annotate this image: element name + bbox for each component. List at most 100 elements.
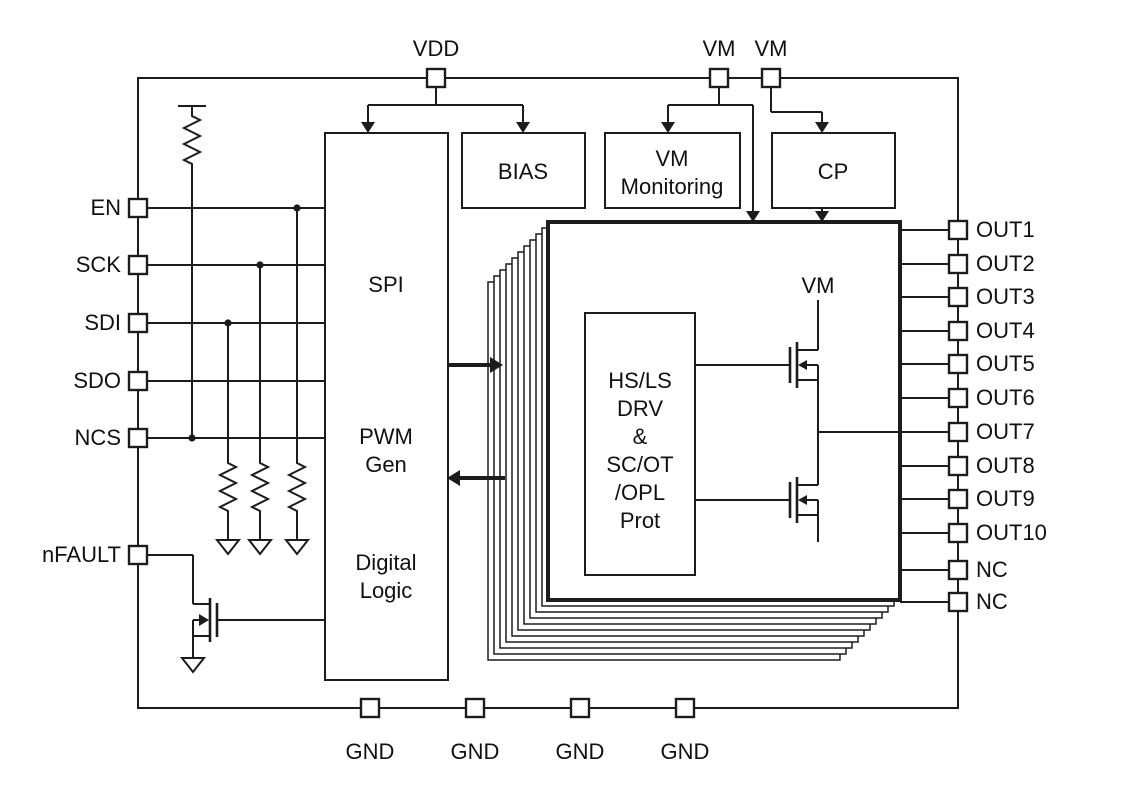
block-label-drv-6: Prot	[620, 508, 660, 533]
pin-label-out5: OUT5	[976, 351, 1035, 376]
block-label-drv-1: HS/LS	[608, 368, 672, 393]
pin-gnd-1	[359, 697, 381, 719]
pin-out2	[947, 253, 969, 275]
pulldown-resistor-sck	[249, 455, 271, 540]
pin-vm-2	[760, 67, 782, 89]
pin-gnd-4	[674, 697, 696, 719]
block-label-drv-3: &	[633, 424, 648, 449]
block-labels: SPI PWM Gen Digital Logic BIAS VM Monito…	[355, 146, 848, 603]
block-label-logic: Logic	[360, 578, 413, 603]
ground-icon	[246, 539, 274, 556]
power-distribution-wires	[361, 87, 829, 222]
ground-icon	[179, 657, 207, 674]
pin-label-gnd-4: GND	[661, 739, 710, 764]
pin-label-sck: SCK	[76, 252, 122, 277]
pin-label-nc-2: NC	[976, 589, 1008, 614]
block-label-vm-monitoring-1: VM	[656, 146, 689, 171]
output-wires	[900, 229, 949, 603]
pulldown-resistor-sdi	[217, 455, 239, 540]
pin-label-vm-2: VM	[755, 36, 788, 61]
mosfet-body-arrow	[199, 614, 209, 626]
pin-sdi	[127, 312, 149, 334]
block-label-bias: BIAS	[498, 159, 548, 184]
pin-label-out6: OUT6	[976, 385, 1035, 410]
pin-label-gnd-2: GND	[451, 739, 500, 764]
pin-nc-1	[947, 559, 969, 581]
arrow-down-icon	[815, 211, 829, 222]
pin-vm-1	[708, 67, 730, 89]
spi-bridge-arrows	[447, 357, 505, 486]
block-label-drv-4: SC/OT	[606, 452, 673, 477]
pin-label-ncs: NCS	[75, 425, 121, 450]
ground-icon	[283, 539, 311, 556]
block-label-drv-2: DRV	[617, 396, 663, 421]
arrow-down-icon	[815, 122, 829, 133]
block-label-cp: CP	[818, 159, 849, 184]
pin-out8	[947, 455, 969, 477]
pin-label-nfault: nFAULT	[42, 542, 121, 567]
pin-sck	[127, 254, 149, 276]
vm-monitoring-block	[604, 132, 741, 209]
pin-out7	[947, 421, 969, 443]
mosfet-body-arrow	[798, 360, 807, 370]
arrow-left-icon	[447, 470, 460, 486]
pin-label-out8: OUT8	[976, 453, 1035, 478]
pin-label-sdi: SDI	[84, 310, 121, 335]
pullup-resistor	[178, 105, 206, 174]
pin-label-gnd-1: GND	[346, 739, 395, 764]
pull-resistors	[178, 105, 308, 540]
bias-block	[461, 132, 586, 209]
block-label-spi: SPI	[368, 272, 403, 297]
arrow-down-icon	[516, 122, 530, 133]
spi-pwm-digital-block	[324, 132, 449, 681]
pin-label-out10: OUT10	[976, 520, 1047, 545]
hs-ls-drv-block	[584, 312, 696, 576]
pin-label-out9: OUT9	[976, 486, 1035, 511]
block-label-digital: Digital	[355, 550, 416, 575]
block-label-vm-monitoring-2: Monitoring	[621, 174, 724, 199]
arrow-down-icon	[661, 122, 675, 133]
half-bridge-internals	[695, 300, 900, 542]
pin-label-sdo: SDO	[73, 368, 121, 393]
pin-gnd-3	[569, 697, 591, 719]
pin-ncs	[127, 427, 149, 449]
pin-label-nc-1: NC	[976, 557, 1008, 582]
pin-labels: VDD VM VM EN SCK SDI SDO NCS nFAULT OUT1…	[42, 36, 1047, 764]
block-label-drv-5: /OPL	[615, 480, 665, 505]
pin-en	[127, 197, 149, 219]
pin-out10	[947, 522, 969, 544]
nfault-mosfet	[192, 555, 325, 658]
pin-label-en: EN	[90, 195, 121, 220]
block-label-pwm: PWM	[359, 424, 413, 449]
pin-gnd-2	[464, 697, 486, 719]
pin-sdo	[127, 370, 149, 392]
pin-label-vdd: VDD	[413, 36, 459, 61]
mosfet-body-arrow	[798, 495, 807, 505]
pin-label-out4: OUT4	[976, 318, 1035, 343]
pin-out1	[947, 219, 969, 241]
pin-label-out1: OUT1	[976, 217, 1035, 242]
pin-out6	[947, 387, 969, 409]
pin-label-out3: OUT3	[976, 284, 1035, 309]
pin-out4	[947, 320, 969, 342]
bridge-vm-label: VM	[802, 273, 835, 298]
block-label-gen: Gen	[365, 452, 407, 477]
pin-nfault	[127, 544, 149, 566]
package-pins	[127, 67, 969, 719]
pin-label-gnd-3: GND	[556, 739, 605, 764]
pin-nc-2	[947, 591, 969, 613]
pulldown-resistor-en	[286, 455, 308, 540]
pin-vdd	[425, 67, 447, 89]
arrow-right-icon	[490, 357, 503, 373]
pin-out5	[947, 353, 969, 375]
pin-label-out7: OUT7	[976, 419, 1035, 444]
pin-out3	[947, 286, 969, 308]
pin-label-out2: OUT2	[976, 251, 1035, 276]
pin-out9	[947, 488, 969, 510]
pin-label-vm-1: VM	[703, 36, 736, 61]
arrow-down-icon	[361, 122, 375, 133]
ground-icon	[214, 539, 242, 556]
cp-block	[771, 132, 896, 209]
